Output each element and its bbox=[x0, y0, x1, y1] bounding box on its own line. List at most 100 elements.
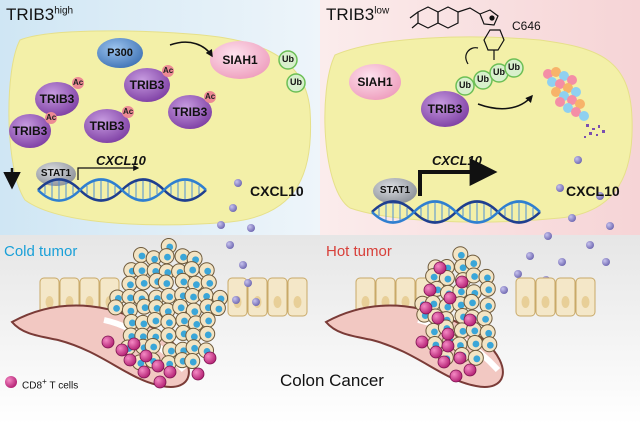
tumor-nucleus bbox=[167, 347, 175, 355]
tumor-nucleus bbox=[189, 266, 197, 274]
trib3-label-low: TRIB3 bbox=[427, 102, 463, 116]
tumor-nucleus bbox=[166, 319, 173, 327]
tumor-nucleus bbox=[138, 252, 146, 260]
cd8-cells-in-vessel-cold bbox=[101, 335, 217, 389]
tumor-nucleus bbox=[457, 251, 465, 259]
cd8-t-cell bbox=[463, 363, 477, 377]
cd8-t-cell bbox=[123, 353, 137, 367]
ub-label-low-4: Ub bbox=[508, 62, 520, 72]
p300-label: P300 bbox=[107, 47, 133, 59]
tumor-nucleus bbox=[215, 305, 223, 313]
drug-label: C646 bbox=[512, 19, 541, 33]
cd8-t-cell bbox=[415, 335, 429, 349]
epithelial-nucleus bbox=[581, 296, 590, 308]
tumor-nucleus bbox=[128, 319, 136, 327]
chemokine-label-low: CXCL10 bbox=[566, 183, 620, 199]
trib3-label-high-3: TRIB3 bbox=[12, 124, 48, 138]
tumor-nucleus bbox=[138, 267, 146, 275]
gene-label-high: CXCL10 bbox=[96, 153, 146, 168]
cd8-t-cell bbox=[441, 327, 455, 341]
tumor-nucleus bbox=[113, 304, 120, 312]
panel-title-high: TRIB3high bbox=[6, 5, 74, 24]
stat1-label-high: STAT1 bbox=[40, 168, 72, 179]
tumor-nucleus bbox=[180, 278, 188, 286]
cd8-t-cell bbox=[127, 337, 141, 351]
trib3-label-high-5: TRIB3 bbox=[172, 105, 208, 119]
tumor-nucleus bbox=[203, 292, 211, 300]
tumor-nucleus bbox=[205, 317, 213, 325]
tumor-nucleus bbox=[430, 273, 438, 281]
tumor-nucleus bbox=[193, 281, 200, 289]
tumor-nucleus bbox=[482, 315, 489, 323]
epithelial-nucleus bbox=[293, 296, 302, 308]
cd8-t-cell bbox=[429, 345, 443, 359]
trib3-protein-low bbox=[421, 91, 469, 127]
chemokine-dots-high bbox=[217, 179, 255, 269]
acetyl-label-1: Ac bbox=[73, 78, 84, 87]
tumor-nucleus bbox=[127, 307, 135, 315]
tumor-nucleus bbox=[141, 304, 149, 312]
trib3-proteins-high bbox=[9, 68, 212, 148]
tumor-nucleus bbox=[151, 255, 159, 263]
tumor-nucleus bbox=[191, 308, 199, 316]
cd8-t-cell bbox=[423, 283, 437, 297]
tumor-nucleus bbox=[190, 333, 198, 341]
tumor-nucleus bbox=[137, 359, 145, 367]
cd8-t-cell bbox=[115, 343, 129, 357]
ub-label-low-2: Ub bbox=[477, 74, 489, 84]
transcription-arrow-strong bbox=[418, 158, 498, 196]
tumor-nucleus bbox=[152, 317, 160, 325]
acetyl-label-4: Ac bbox=[123, 107, 134, 116]
tumor-nucleus bbox=[166, 293, 174, 301]
tumor-nucleus bbox=[471, 273, 479, 280]
tumor-nucleus bbox=[150, 343, 158, 351]
chemokine-label-high: CXCL10 bbox=[250, 183, 304, 199]
trib3-label-high-4: TRIB3 bbox=[89, 119, 125, 133]
c646-structure bbox=[409, 6, 505, 60]
cd8-t-cell bbox=[139, 349, 153, 363]
tumor-nucleus bbox=[459, 264, 467, 272]
tumor-nucleus bbox=[153, 304, 161, 312]
cd8-t-cell bbox=[151, 359, 165, 373]
cd8-t-cell bbox=[163, 365, 177, 379]
ub-label-low-3: Ub bbox=[493, 67, 505, 77]
acetyl-marks bbox=[45, 65, 216, 124]
tumor-nucleus bbox=[485, 302, 493, 310]
stat1-label-low: STAT1 bbox=[379, 185, 411, 196]
cd8-t-cell bbox=[203, 351, 217, 365]
epithelial-nucleus bbox=[361, 296, 370, 308]
dna-helix-low bbox=[371, 200, 541, 224]
cd8-t-cell bbox=[437, 355, 451, 369]
tumor-nucleus bbox=[471, 327, 479, 335]
gene-label-low: CXCL10 bbox=[432, 153, 482, 168]
tumor-nucleus bbox=[206, 279, 214, 287]
siah1-label-low: SIAH1 bbox=[357, 75, 393, 89]
stat1-protein-low bbox=[373, 178, 417, 204]
tumor-nucleus bbox=[485, 286, 493, 294]
cd8-t-cell bbox=[453, 351, 467, 365]
p300-to-siah1-arrow bbox=[169, 41, 213, 58]
tumor-nucleus bbox=[458, 288, 465, 296]
proteasome bbox=[543, 67, 589, 121]
cd8-t-cell bbox=[463, 313, 477, 327]
tumor-nucleus bbox=[473, 355, 481, 363]
ub-tags-high bbox=[278, 50, 306, 93]
cold-tumor-label: Cold tumor bbox=[4, 243, 78, 260]
tumor-nucleus bbox=[472, 340, 480, 348]
epithelial-nucleus bbox=[521, 296, 530, 308]
ub-label-high-1: Ub bbox=[282, 54, 294, 64]
tumor-nucleus bbox=[190, 293, 197, 301]
tumor-nucleus bbox=[163, 280, 171, 287]
cd8-t-cell bbox=[419, 301, 433, 315]
chemokine-dots-tissue bbox=[232, 279, 260, 306]
ub-label-low-1: Ub bbox=[459, 80, 471, 90]
tumor-nucleus bbox=[193, 320, 201, 328]
cd8-t-cell bbox=[153, 375, 167, 389]
tumor-nucleus bbox=[140, 320, 148, 328]
tumor-nucleus bbox=[164, 308, 172, 316]
acetyl-label-3: Ac bbox=[46, 113, 57, 122]
tumor-nucleus bbox=[431, 328, 438, 336]
cd8-t-cell bbox=[449, 369, 463, 383]
cd8-t-cell bbox=[431, 311, 445, 325]
